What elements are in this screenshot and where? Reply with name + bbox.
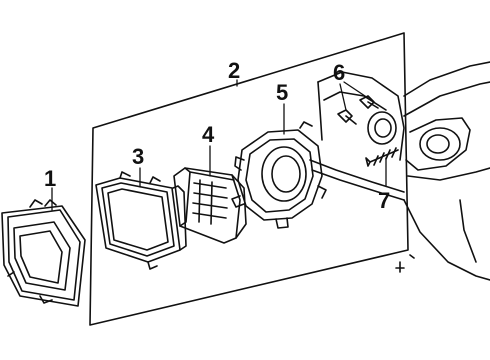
part-1-housing <box>1 199 86 307</box>
leader-6a <box>339 83 347 111</box>
vehicle-front-body <box>309 61 490 281</box>
callout-6: 6 <box>333 60 345 85</box>
callout-5: 5 <box>276 80 288 105</box>
leader-lines <box>51 79 387 211</box>
callout-2: 2 <box>228 58 240 83</box>
callout-4: 4 <box>202 122 215 147</box>
leader-6b <box>343 81 369 99</box>
callout-3: 3 <box>132 144 144 169</box>
part-5-mounting-ring <box>231 121 327 229</box>
part-3-bezel <box>95 171 187 270</box>
callout-7: 7 <box>378 188 390 213</box>
callout-1: 1 <box>44 166 56 191</box>
part-7-adjuster-spring <box>365 147 399 167</box>
part-6-screws <box>337 95 379 125</box>
assembly-panel <box>89 32 409 326</box>
